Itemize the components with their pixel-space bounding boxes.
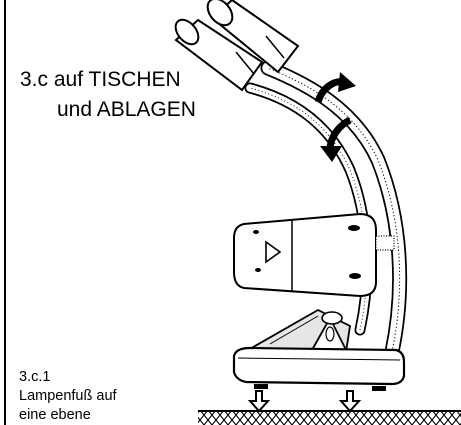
table-surface — [198, 410, 461, 425]
heading-line-1: 3.c auf TISCHEN — [20, 68, 181, 91]
lamp-head-front — [206, 0, 300, 74]
rotate-down-arrow-icon — [320, 116, 352, 162]
caption-line-1: Lampenfuß auf — [19, 388, 117, 404]
caption-line-2: eine ebene — [19, 407, 91, 423]
lamp-base — [232, 308, 406, 391]
page-border — [4, 0, 6, 425]
press-down-arrow-icon — [247, 390, 362, 413]
lamp-head-back — [174, 18, 264, 92]
clamp-body — [233, 212, 395, 298]
rotate-up-arrow-icon — [314, 72, 356, 104]
gooseneck-arm — [244, 60, 408, 360]
caption-number: 3.c.1 — [19, 369, 51, 385]
heading-line-2: und ABLAGEN — [57, 98, 196, 121]
